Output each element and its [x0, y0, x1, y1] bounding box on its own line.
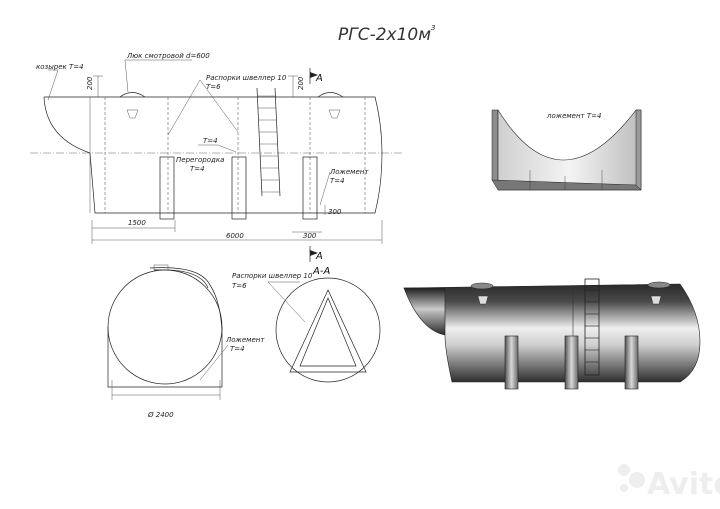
- svg-text:T=6: T=6: [232, 282, 247, 290]
- svg-text:3: 3: [431, 24, 435, 32]
- svg-text:T=6: T=6: [206, 83, 221, 91]
- section-a-a: Распорки швеллер 10 T=6 A-A: [232, 266, 381, 383]
- svg-text:козырек T=4: козырек T=4: [36, 63, 84, 71]
- drawing-title: РГС-2х10м 3: [338, 24, 435, 45]
- svg-text:Люк смотровой d=600: Люк смотровой d=600: [126, 52, 210, 60]
- svg-text:T=4: T=4: [190, 165, 205, 173]
- svg-text:200: 200: [86, 76, 94, 90]
- svg-text:T=4: T=4: [230, 345, 245, 353]
- svg-text:Распорки швеллер 10: Распорки швеллер 10: [232, 272, 313, 280]
- svg-text:1500: 1500: [128, 219, 146, 227]
- saddle-3d: ложемент T=4: [491, 108, 642, 191]
- svg-text:РГС-2х10м: РГС-2х10м: [338, 25, 431, 45]
- svg-text:Ложемент: Ложемент: [329, 168, 369, 176]
- svg-text:200: 200: [297, 76, 305, 90]
- avito-watermark: Avito: [618, 464, 720, 502]
- svg-text:A: A: [315, 73, 323, 84]
- svg-text:Avito: Avito: [647, 467, 720, 502]
- svg-text:Ø 2400: Ø 2400: [147, 411, 174, 419]
- svg-text:Распорки швеллер 10: Распорки швеллер 10: [206, 74, 287, 82]
- svg-text:ложемент T=4: ложемент T=4: [546, 112, 601, 120]
- svg-text:T=4: T=4: [330, 177, 345, 185]
- svg-text:6000: 6000: [226, 232, 244, 240]
- side-view-labels: козырек T=4 Люк смотровой d=600 Распорки…: [36, 52, 369, 262]
- svg-text:300: 300: [303, 232, 317, 240]
- side-view: [30, 59, 402, 262]
- svg-text:A-A: A-A: [312, 266, 330, 277]
- svg-text:Перегородка: Перегородка: [176, 156, 224, 164]
- end-view: Ø 2400 Ложемент T=4: [107, 264, 265, 419]
- svg-text:300: 300: [328, 208, 342, 216]
- tank-3d-render: [403, 278, 701, 390]
- svg-text:T=4: T=4: [203, 137, 218, 145]
- svg-text:A: A: [315, 251, 323, 262]
- svg-text:Ложемент: Ложемент: [225, 336, 265, 344]
